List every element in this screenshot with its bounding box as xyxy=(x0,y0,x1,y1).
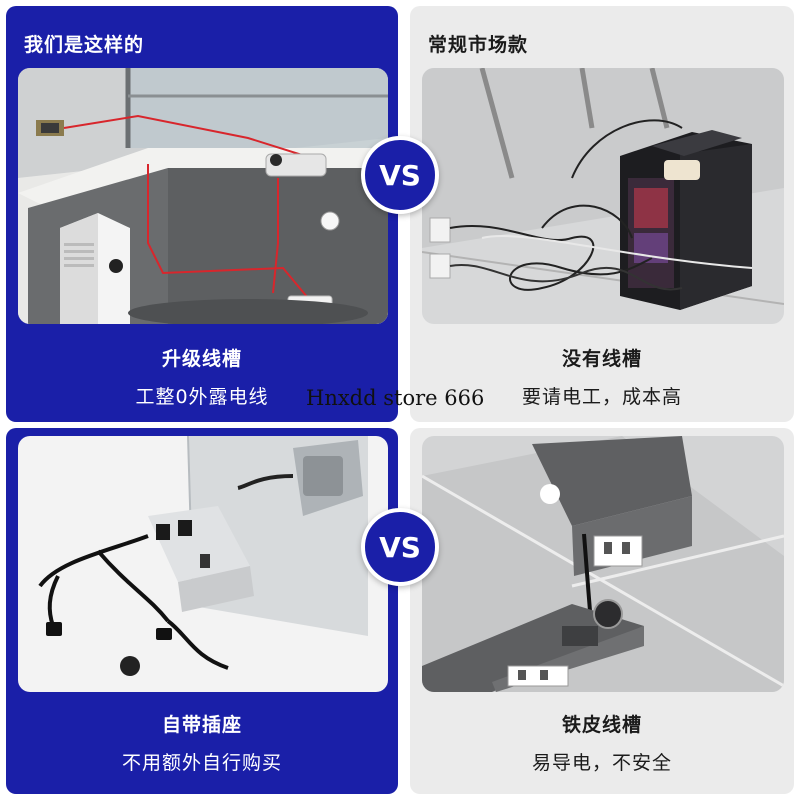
ours-heading: 我们是这样的 xyxy=(24,34,145,56)
vs-badge-top: VS xyxy=(361,136,439,214)
built-in-socket-photo xyxy=(18,436,388,692)
desk-cable-tray-photo xyxy=(18,68,388,324)
vs-badge-bottom: VS xyxy=(361,508,439,586)
metal-tray-photo xyxy=(422,436,784,692)
metal-tray-feature-title: 铁皮线槽 xyxy=(561,714,642,736)
ours-feature-title: 升级线槽 xyxy=(161,348,242,370)
socket-feature-title: 自带插座 xyxy=(161,714,242,736)
metal-tray-feature-subtitle: 易导电，不安全 xyxy=(531,752,672,774)
ours-panel-top: 我们是这样的 xyxy=(6,6,398,422)
market-heading: 常规市场款 xyxy=(428,34,529,56)
market-feature-title: 没有线槽 xyxy=(561,348,642,370)
market-feature-subtitle: 要请电工，成本高 xyxy=(521,386,682,408)
ours-panel-bottom: 自带插座 不用额外自行购买 xyxy=(6,428,398,794)
market-panel-top: 常规市场款 xyxy=(410,6,794,422)
store-watermark: Hnxdd store 666 xyxy=(306,386,485,410)
socket-feature-subtitle: 不用额外自行购买 xyxy=(121,752,282,774)
messy-cables-photo xyxy=(422,68,784,324)
market-panel-bottom: 铁皮线槽 易导电，不安全 xyxy=(410,428,794,794)
ours-feature-subtitle: 工整0外露电线 xyxy=(135,386,269,408)
